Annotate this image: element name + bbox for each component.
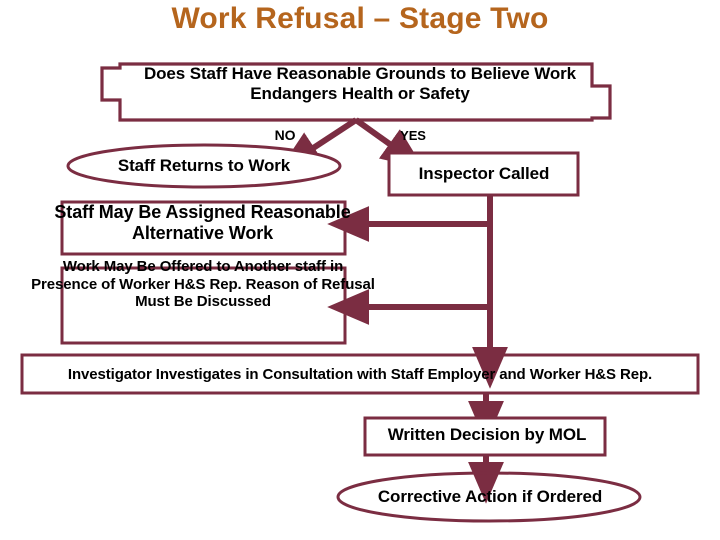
edge-label-yes: YES: [400, 128, 426, 143]
node-label-written-decision: Written Decision by MOL: [387, 425, 587, 444]
edge-label-no: NO: [274, 127, 296, 143]
node-label-decision: Does Staff Have Reasonable Grounds to Be…: [143, 64, 577, 104]
node-label-corrective-action: Corrective Action if Ordered: [377, 487, 603, 506]
node-label-alternative-work: Staff May Be Assigned Reasonable Alterna…: [54, 202, 351, 244]
node-label-inspector-called: Inspector Called: [418, 164, 550, 183]
node-label-returns-to-work: Staff Returns to Work: [117, 156, 291, 175]
node-label-investigator: Investigator Investigates in Consultatio…: [67, 366, 653, 383]
node-label-another-staff: Work May Be Offered to Another staff in …: [31, 258, 375, 311]
page-title: Work Refusal – Stage Two: [171, 2, 549, 35]
